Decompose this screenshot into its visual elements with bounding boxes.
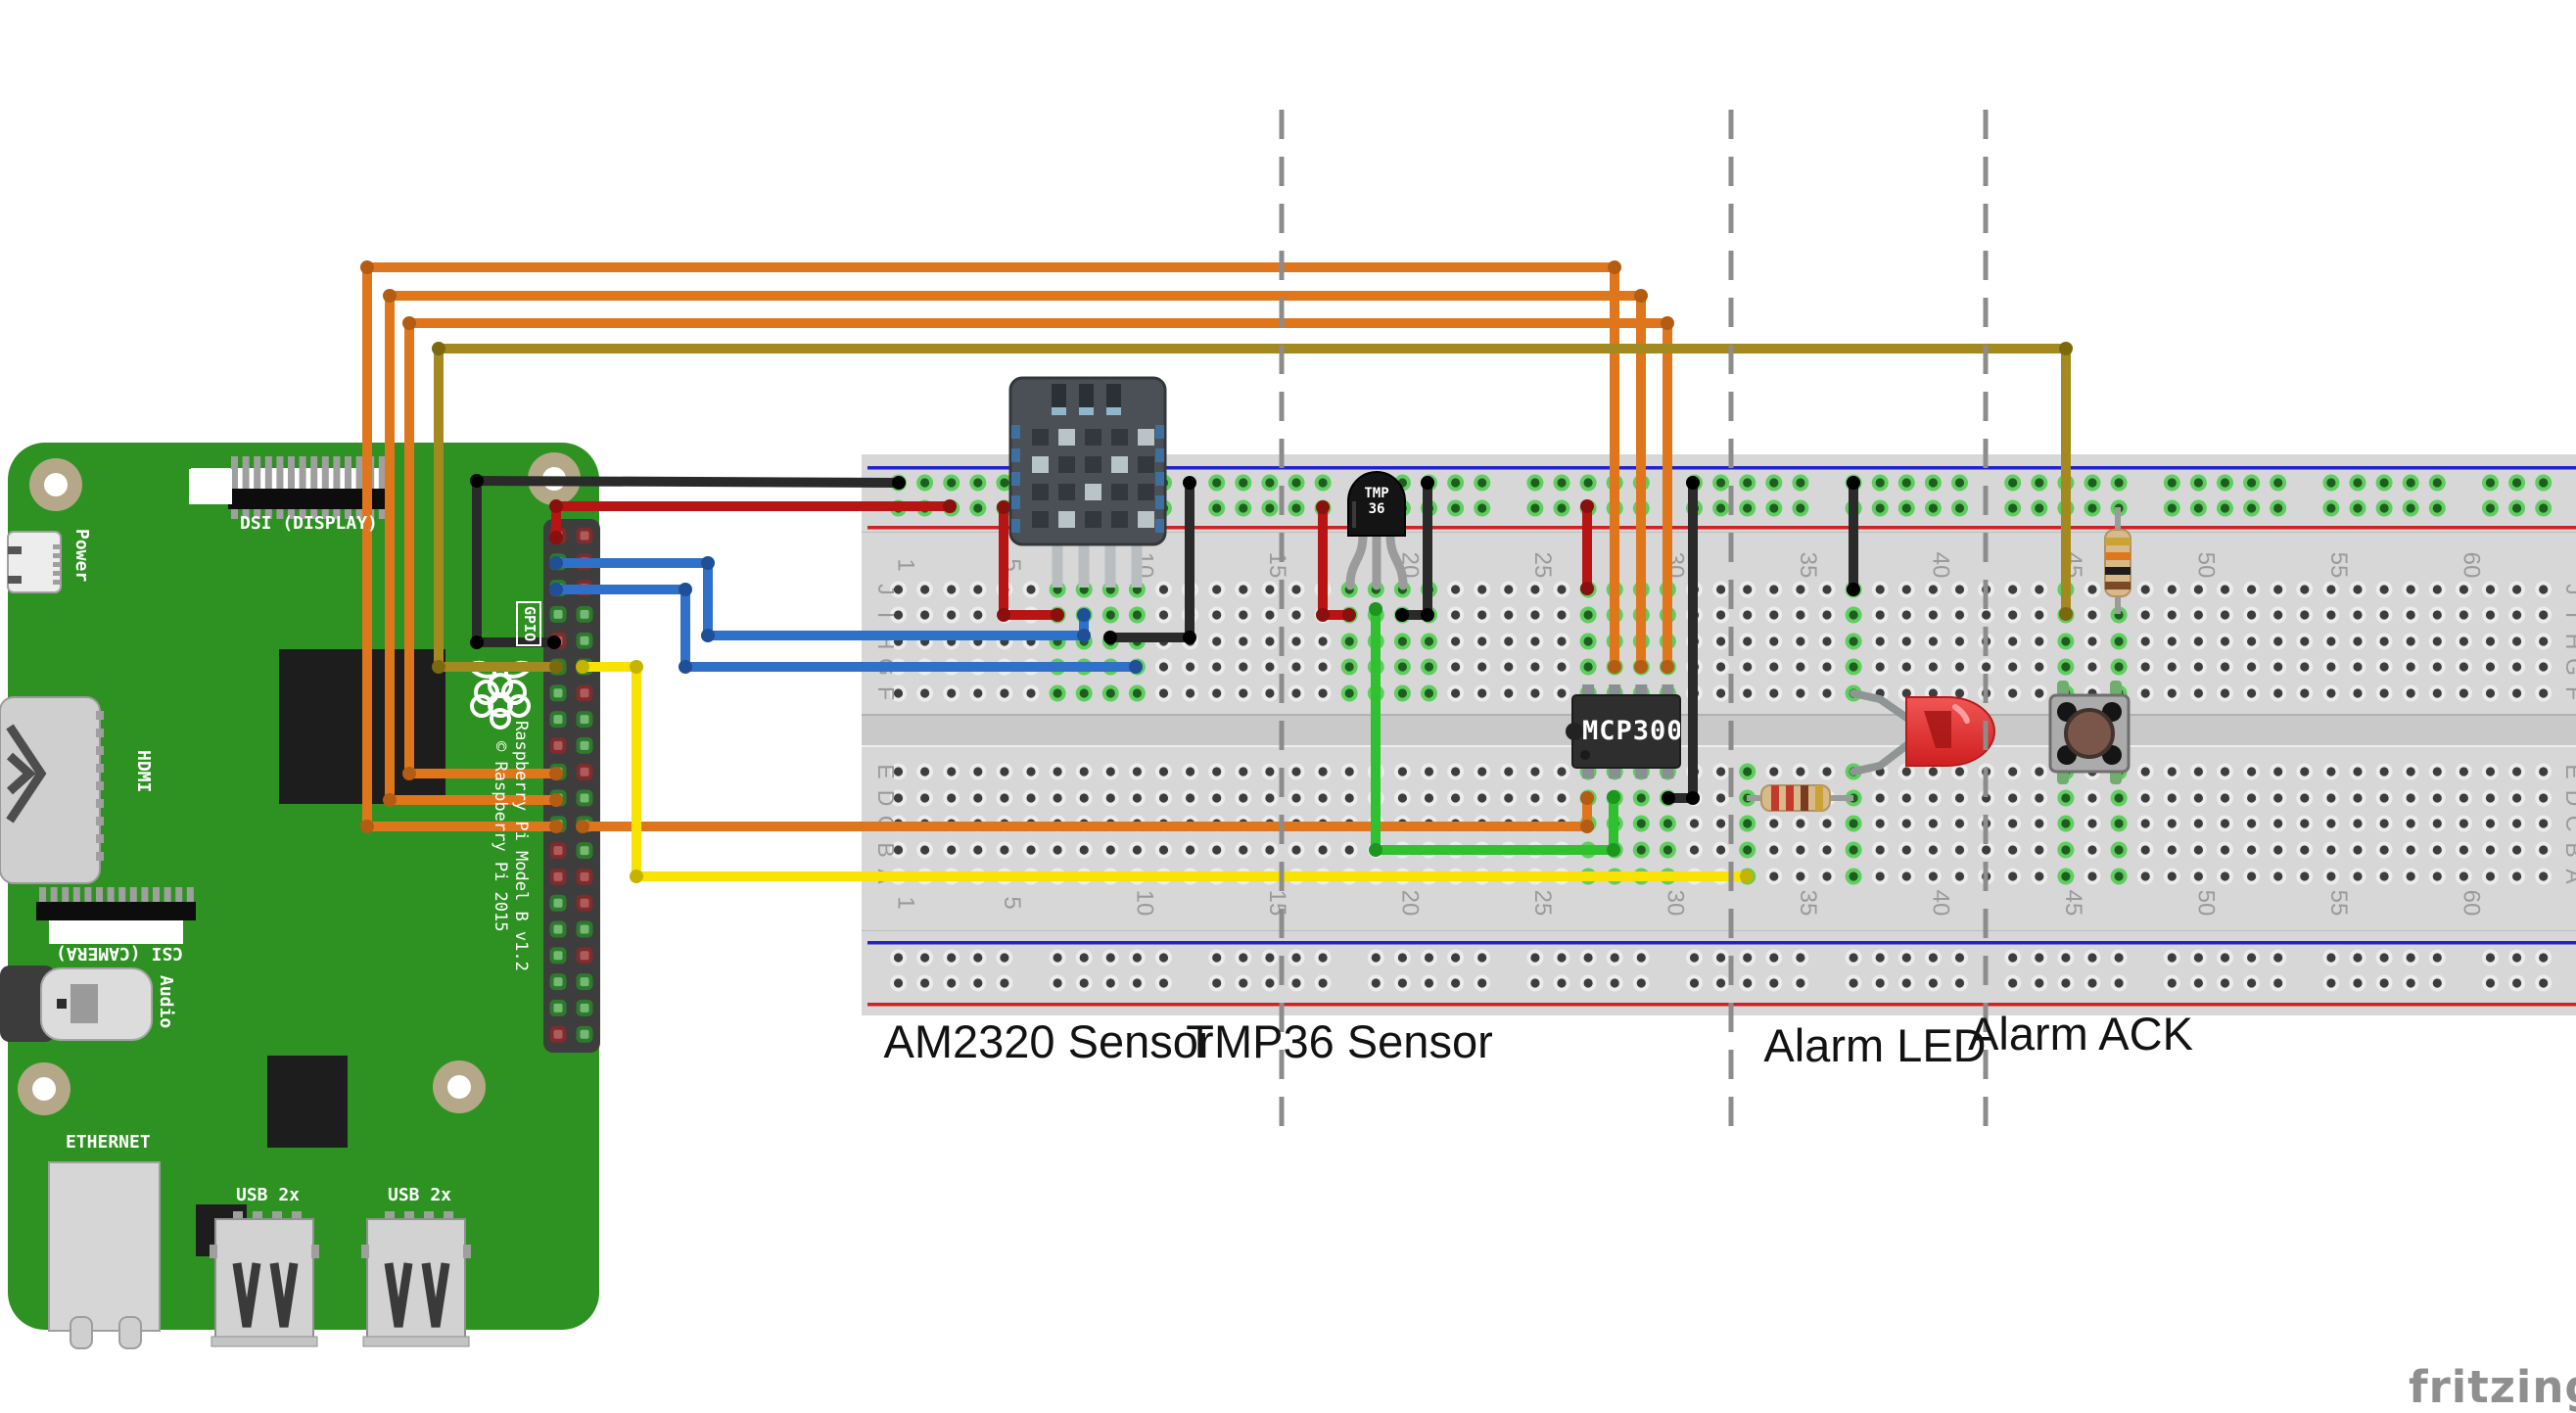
fritzing-watermark: fritzing [2409, 1361, 2576, 1413]
wire-black-led-gnd[interactable] [1847, 476, 1860, 596]
svg-text:40: 40 [1927, 890, 1953, 917]
mcp3008-adc[interactable] [1566, 684, 1681, 778]
svg-text:F: F [2561, 686, 2576, 700]
wire-orange-spi-sclk[interactable] [402, 316, 1674, 780]
svg-text:55: 55 [2325, 552, 2352, 579]
pi-gpio-header[interactable] [543, 519, 600, 1053]
svg-text:A: A [2561, 869, 2576, 884]
pi-label-power: Power [71, 529, 92, 583]
wire-black-mcp-gnd[interactable] [1662, 476, 1700, 805]
svg-text:50: 50 [2192, 890, 2219, 917]
svg-text:35: 35 [1795, 890, 1821, 917]
svg-text:60: 60 [2458, 890, 2484, 917]
wires [360, 260, 2073, 883]
svg-text:E: E [873, 764, 899, 778]
svg-text:50: 50 [2192, 552, 2219, 579]
pi-label-gpio: GPIO [521, 606, 539, 642]
section-label-tmp36: TMP36 Sensor [1186, 1015, 1493, 1067]
svg-text:25: 25 [1529, 890, 1556, 917]
wire-orange-spi-ce0[interactable] [576, 791, 1594, 833]
tmp36-label-line1: TMP [1364, 486, 1389, 501]
section-label-alarm-led: Alarm LED [1763, 1019, 1987, 1071]
svg-text:35: 35 [1795, 552, 1821, 579]
wire-red-pi-3v3[interactable] [549, 499, 957, 544]
wire-blue-i2c-sda[interactable] [549, 556, 1091, 642]
svg-text:30: 30 [1662, 890, 1688, 917]
tmp36-label-line2: 36 [1368, 501, 1385, 517]
mcp3008-label: MCP300 [1582, 716, 1680, 746]
svg-text:15: 15 [1264, 552, 1290, 579]
section-label-am2320: AM2320 Sensor [883, 1015, 1214, 1067]
pi-usb-port [366, 1218, 466, 1345]
svg-text:H: H [2561, 634, 2576, 650]
svg-text:1: 1 [893, 896, 919, 909]
wire-black-am2320[interactable] [1103, 476, 1196, 644]
svg-text:J: J [873, 584, 899, 595]
pi-credit-line2: © Raspberry Pi 2015 [491, 741, 510, 932]
pi-usb-port [214, 1218, 314, 1345]
wire-green-tmp-mcp[interactable] [1369, 602, 1620, 857]
wire-black-tmp36[interactable] [1395, 476, 1434, 622]
svg-text:15: 15 [1264, 890, 1290, 917]
svg-text:E: E [2561, 764, 2576, 778]
svg-text:45: 45 [2060, 890, 2086, 917]
svg-text:1: 1 [893, 558, 919, 571]
svg-text:C: C [2561, 816, 2576, 832]
wire-red-am2320[interactable] [997, 500, 1064, 622]
components [1008, 376, 2131, 812]
ack-pushbutton[interactable] [2048, 681, 2131, 784]
svg-text:I: I [2561, 612, 2576, 618]
section-label-alarm-ack: Alarm ACK [1968, 1008, 2193, 1060]
pi-label-ethernet: ETHERNET [66, 1132, 151, 1153]
am2320-sensor[interactable] [1008, 376, 1167, 588]
wire-blue-i2c-scl[interactable] [549, 583, 1143, 674]
svg-text:25: 25 [1529, 552, 1556, 579]
pi-label-hdmi: HDMI [133, 750, 154, 793]
svg-text:40: 40 [1927, 552, 1953, 579]
pi-gpio-box: GPIO [516, 601, 541, 646]
pi-chip [267, 1056, 348, 1148]
svg-text:G: G [2561, 658, 2576, 676]
svg-text:D: D [873, 790, 899, 807]
ack-pullup-resistor[interactable] [2104, 507, 2131, 614]
pi-label-audio: Audio [156, 975, 176, 1029]
pi-credit-line1: Raspberry Pi Model B v1.2 [511, 721, 531, 971]
svg-text:F: F [873, 686, 899, 700]
svg-text:10: 10 [1131, 890, 1157, 917]
wire-olive-gpio-ack[interactable] [432, 342, 2073, 674]
wire-yellow-gpio-led[interactable] [576, 660, 1754, 883]
wire-orange-spi-mosi[interactable] [360, 260, 1621, 833]
svg-text:J: J [2561, 584, 2576, 595]
alarm-led[interactable] [1850, 689, 1995, 776]
tmp36-sensor[interactable] [1345, 471, 1408, 590]
svg-text:60: 60 [2458, 552, 2484, 579]
svg-text:B: B [2561, 842, 2576, 857]
wire-black-pi-gnd[interactable] [470, 474, 906, 649]
svg-text:B: B [873, 842, 899, 857]
pi-label-usb1: USB 2x [236, 1185, 301, 1205]
wire-red-tmp36[interactable] [1316, 500, 1356, 622]
pi-label-dsi: DSI (DISPLAY) [240, 513, 378, 534]
svg-text:5: 5 [999, 896, 1025, 909]
svg-text:20: 20 [1396, 890, 1423, 917]
pi-ethernet-port [48, 1161, 161, 1332]
pi-label-csi: CSI (CAMERA) [55, 943, 184, 964]
svg-text:55: 55 [2325, 890, 2352, 917]
svg-text:D: D [2561, 790, 2576, 807]
pi-label-usb2: USB 2x [388, 1185, 452, 1205]
wire-orange-spi-miso[interactable] [383, 289, 1648, 807]
wire-red-mcp-vdd[interactable] [1580, 499, 1594, 595]
led-resistor[interactable] [1747, 784, 1853, 812]
svg-text:I: I [873, 612, 899, 618]
